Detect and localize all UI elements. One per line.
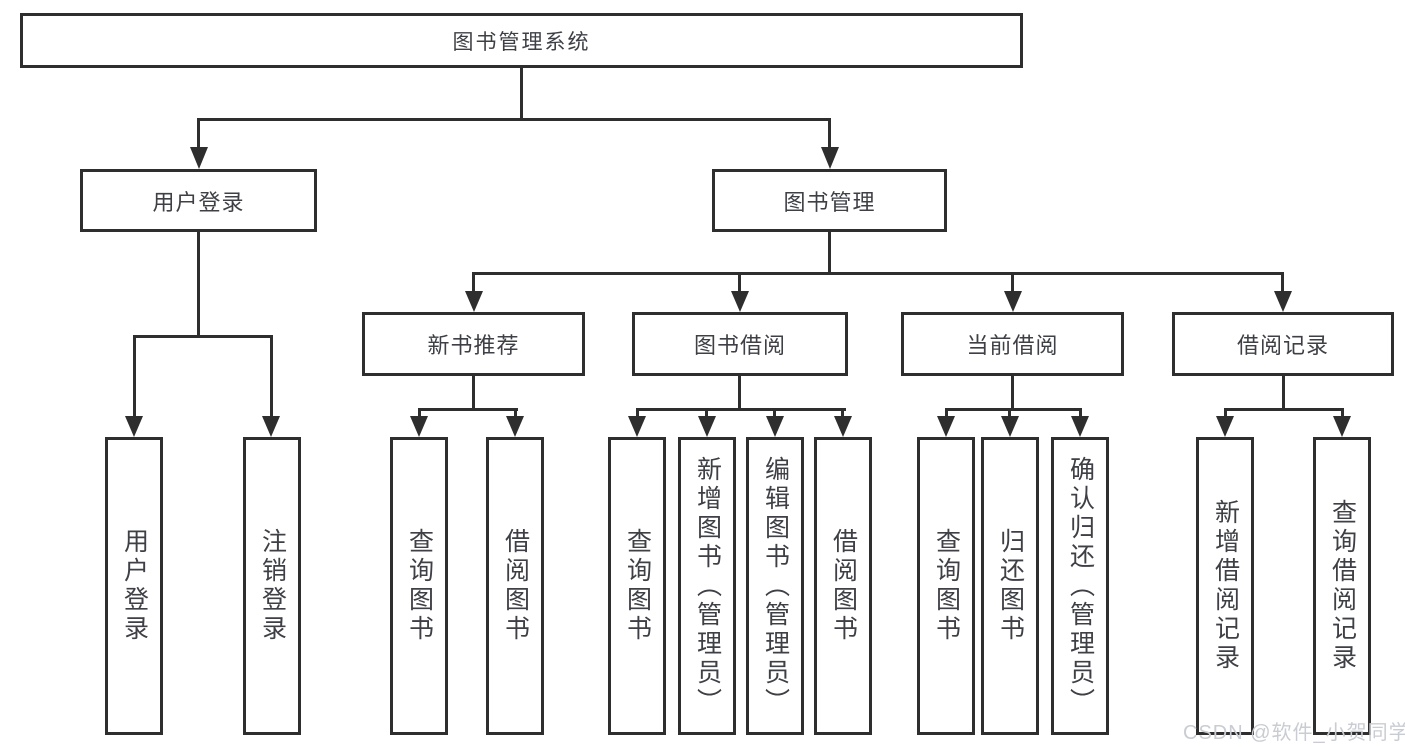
connector-line [636,408,846,411]
node-book-borrowing: 图书借阅 [632,312,848,376]
connector-line [945,408,1082,411]
connector-line [472,376,475,410]
leaf-logout: 注销登录 [243,437,301,735]
connector-line [738,272,741,292]
connector-line [828,118,831,148]
arrowhead [262,416,280,437]
connector-line [828,232,831,275]
connector-line [514,408,517,418]
leaf-borrow-books-recommend: 借阅图书 [486,437,544,735]
connector-line [1011,272,1014,292]
connector-line [520,68,523,120]
connector-line [418,408,421,418]
connector-line [841,408,844,418]
arrowhead [1333,416,1351,437]
connector-line [773,408,776,418]
arrowhead [1071,416,1089,437]
arrowhead [1001,416,1019,437]
node-current-borrowing: 当前借阅 [901,312,1124,376]
connector-line [1282,376,1285,410]
arrowhead [937,416,955,437]
connector-line [472,272,1284,275]
node-book-management: 图书管理 [712,169,947,232]
connector-line [133,335,136,417]
connector-line [1224,408,1227,418]
arrowhead [698,416,716,437]
connector-line [1224,408,1344,411]
arrowhead [628,416,646,437]
connector-line [945,408,948,418]
leaf-return-books: 归还图书 [981,437,1039,735]
connector-line [472,272,475,292]
connector-line [1341,408,1344,418]
connector-line [197,118,831,121]
leaf-confirm-return-admin: 确认归还（管理员） [1051,437,1109,735]
leaf-query-books-current: 查询图书 [917,437,975,735]
leaf-query-borrow-record: 查询借阅记录 [1313,437,1371,735]
arrowhead [190,147,208,169]
arrowhead [1216,416,1234,437]
connector-line [133,335,273,338]
arrowhead [506,416,524,437]
arrowhead [1004,291,1022,312]
node-root-library-system: 图书管理系统 [20,13,1023,68]
connector-line [1281,272,1284,292]
leaf-query-books-recommend: 查询图书 [390,437,448,735]
arrowhead [410,416,428,437]
connector-line [270,335,273,417]
connector-line [197,118,200,148]
connector-line [738,376,741,410]
node-borrow-records: 借阅记录 [1172,312,1394,376]
connector-line [197,232,200,337]
arrowhead [821,147,839,169]
arrowhead [125,416,143,437]
connector-line [1011,376,1014,410]
arrowhead [766,416,784,437]
connector-line [636,408,639,418]
leaf-query-books: 查询图书 [608,437,666,735]
leaf-add-books-admin: 新增图书（管理员） [678,437,736,735]
node-user-login: 用户登录 [80,169,317,232]
connector-line [418,408,518,411]
csdn-watermark: CSDN @软件_小贺同学 [1183,722,1405,744]
node-new-book-recommend: 新书推荐 [362,312,585,376]
leaf-edit-books-admin: 编辑图书（管理员） [746,437,804,735]
arrowhead [1274,291,1292,312]
leaf-borrow-books: 借阅图书 [814,437,872,735]
connector-line [1008,408,1011,418]
arrowhead [465,291,483,312]
connector-line [705,408,708,418]
arrowhead [834,416,852,437]
connector-line [1079,408,1082,418]
leaf-user-login: 用户登录 [105,437,163,735]
leaf-add-borrow-record: 新增借阅记录 [1196,437,1254,735]
arrowhead [731,291,749,312]
